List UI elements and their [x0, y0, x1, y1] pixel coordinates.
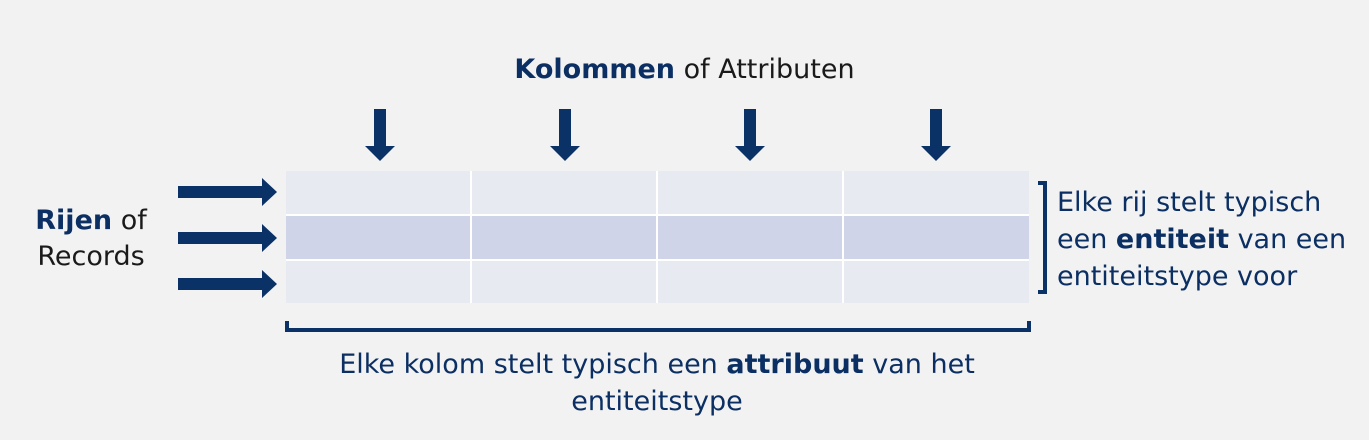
- columns-label-strong: Kolommen: [514, 54, 676, 85]
- row-description-line2-pre: een: [1057, 224, 1116, 255]
- column-description-line2: entiteitstype: [571, 386, 743, 417]
- columns-label: Kolommen of Attributen: [0, 52, 1369, 88]
- column-description-line1-pre: Elke kolom stelt typisch een: [339, 349, 727, 380]
- columns-label-rest: of Attributen: [675, 54, 855, 85]
- column-description: Elke kolom stelt typisch een attribuut v…: [0, 346, 1314, 420]
- rows-label-line2: Records: [37, 241, 145, 272]
- row-arrow-2-icon: [178, 224, 277, 252]
- column-arrow-1-icon: [365, 109, 395, 161]
- column-description-strong: attribuut: [726, 349, 864, 380]
- row-description: Elke rij stelt typisch een entiteit van e…: [1057, 184, 1346, 295]
- row-arrow-1-icon: [178, 178, 277, 206]
- rows-label-rest: of: [112, 205, 147, 236]
- column-arrow-3-icon: [735, 109, 765, 161]
- data-table: [286, 171, 1029, 303]
- rows-label-strong: Rijen: [35, 205, 113, 236]
- row-bracket: [1038, 181, 1047, 294]
- row-description-strong: entiteit: [1115, 224, 1229, 255]
- column-arrow-2-icon: [550, 109, 580, 161]
- row-description-line3: entiteitstype voor: [1057, 261, 1298, 292]
- column-arrow-4-icon: [921, 109, 951, 161]
- row-description-line2-post: van een: [1229, 224, 1347, 255]
- row-arrows: [178, 178, 277, 298]
- column-arrows: [365, 109, 951, 161]
- column-bracket: [285, 321, 1031, 332]
- row-arrow-3-icon: [178, 270, 277, 298]
- column-description-line1-post: van het: [863, 349, 975, 380]
- row-description-line1: Elke rij stelt typisch: [1057, 187, 1322, 218]
